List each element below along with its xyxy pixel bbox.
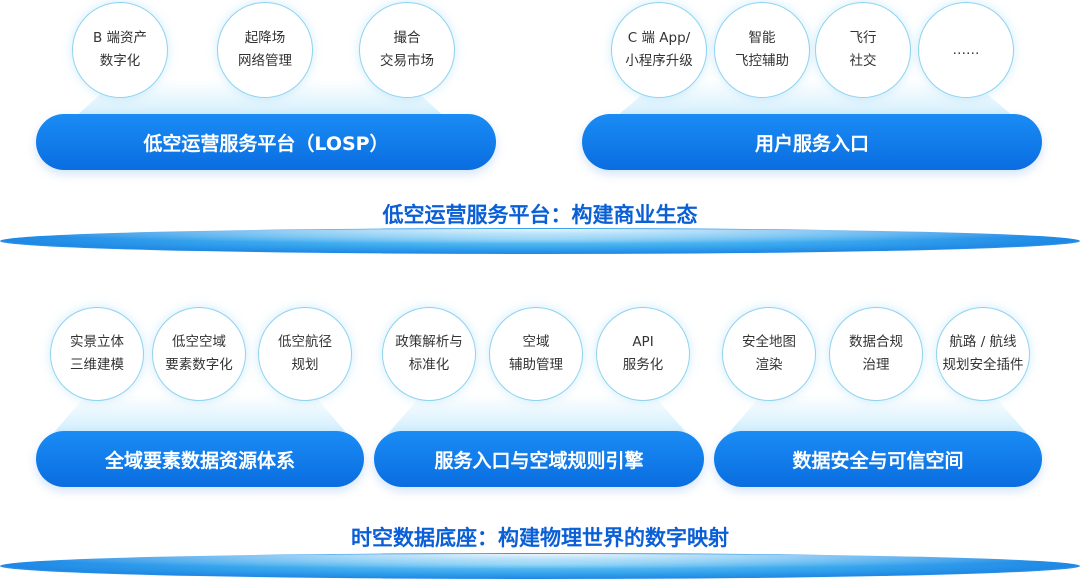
feature-circle-label: 规划安全插件 — [942, 357, 1024, 373]
platform-highlight-top — [0, 229, 1080, 243]
pill-label: 服务入口与空域规则引擎 — [434, 449, 644, 472]
feature-circle-label: 撮合 — [393, 30, 421, 46]
platform-highlight-bottom — [0, 554, 1080, 568]
feature-circle-label: 数据合规 — [849, 334, 903, 350]
light-beam — [50, 395, 350, 437]
feature-circle-matching-market: 撮合 交易市场 — [359, 2, 455, 98]
feature-circle-flight-social: 飞行 社交 — [815, 2, 911, 98]
feature-circle-label: B 端资产 — [92, 30, 148, 46]
feature-circle-smart-flight-control: 智能 飞控辅助 — [714, 2, 810, 98]
feature-circle-route-safety-plugin: 航路 / 航线 规划安全插件 — [936, 307, 1030, 401]
feature-circle-label: 要素数字化 — [165, 357, 233, 373]
feature-circle-label: …… — [952, 41, 980, 58]
feature-circle-label: 飞控辅助 — [735, 53, 789, 69]
feature-circle-more: …… — [918, 2, 1014, 98]
user-service-entry-pill: 用户服务入口 — [582, 114, 1042, 170]
feature-circle-label: 交易市场 — [380, 53, 434, 69]
feature-circle-label: 治理 — [862, 357, 890, 373]
feature-circle-label: 数字化 — [99, 53, 141, 69]
section-title-top: 低空运营服务平台：构建商业生态 — [382, 203, 698, 227]
feature-circle-label: 安全地图 — [742, 334, 796, 350]
feature-circle-airspace-digitization: 低空空域 要素数字化 — [152, 307, 246, 401]
feature-circle-label: 低空航径 — [278, 334, 332, 350]
section-title-bottom: 时空数据底座：构建物理世界的数字映射 — [351, 526, 729, 550]
data-security-trust-pill: 数据安全与可信空间 — [714, 431, 1042, 487]
light-beam — [725, 395, 1030, 437]
feature-circle-label: 智能 — [748, 30, 776, 46]
feature-circle-route-planning: 低空航径 规划 — [258, 307, 352, 401]
feature-circle-label: 服务化 — [622, 357, 664, 373]
feature-circle-label: 小程序升级 — [625, 53, 693, 69]
feature-circle-data-compliance: 数据合规 治理 — [829, 307, 923, 401]
feature-circle-label: 社交 — [849, 53, 877, 69]
feature-circle-airspace-management: 空域 辅助管理 — [489, 307, 583, 401]
feature-circle-label: 实景立体 — [70, 334, 124, 350]
feature-circle-api-service: API 服务化 — [596, 307, 690, 401]
feature-circle-label: 标准化 — [408, 357, 450, 373]
feature-circle-label: C 端 App/ — [627, 30, 691, 46]
feature-circle-label: 三维建模 — [70, 357, 124, 373]
feature-circle-label: 渲染 — [755, 357, 783, 373]
feature-circle-label: 飞行 — [849, 30, 877, 46]
feature-circle-label: 航路 / 航线 — [949, 334, 1017, 350]
feature-circle-label: 网络管理 — [238, 53, 292, 69]
feature-circle-label: 辅助管理 — [509, 357, 563, 373]
feature-circle-label: 空域 — [522, 334, 550, 350]
feature-circle-label: 规划 — [291, 357, 319, 373]
light-beam — [385, 395, 690, 437]
pill-label: 用户服务入口 — [754, 132, 869, 155]
feature-circle-label: 低空空域 — [172, 334, 226, 350]
airspace-rule-engine-pill: 服务入口与空域规则引擎 — [374, 431, 704, 487]
feature-circle-label: API — [632, 334, 654, 350]
feature-circle-policy-standardization: 政策解析与 标准化 — [382, 307, 476, 401]
data-resource-system-pill: 全域要素数据资源体系 — [36, 431, 364, 487]
pill-label: 全域要素数据资源体系 — [104, 449, 295, 472]
feature-circle-3d-modeling: 实景立体 三维建模 — [50, 307, 144, 401]
feature-circle-vertiport-network: 起降场 网络管理 — [217, 2, 313, 98]
pill-label: 低空运营服务平台（LOSP） — [143, 132, 389, 155]
feature-circle-label: 政策解析与 — [395, 334, 463, 350]
pill-label: 数据安全与可信空间 — [792, 449, 964, 472]
feature-circle-safety-map-rendering: 安全地图 渲染 — [722, 307, 816, 401]
feature-circle-label: 起降场 — [244, 30, 286, 46]
losp-platform-pill: 低空运营服务平台（LOSP） — [36, 114, 496, 170]
feature-circle-c-app-upgrade: C 端 App/ 小程序升级 — [611, 2, 707, 98]
feature-circle-b-asset-digitization: B 端资产 数字化 — [72, 2, 168, 98]
